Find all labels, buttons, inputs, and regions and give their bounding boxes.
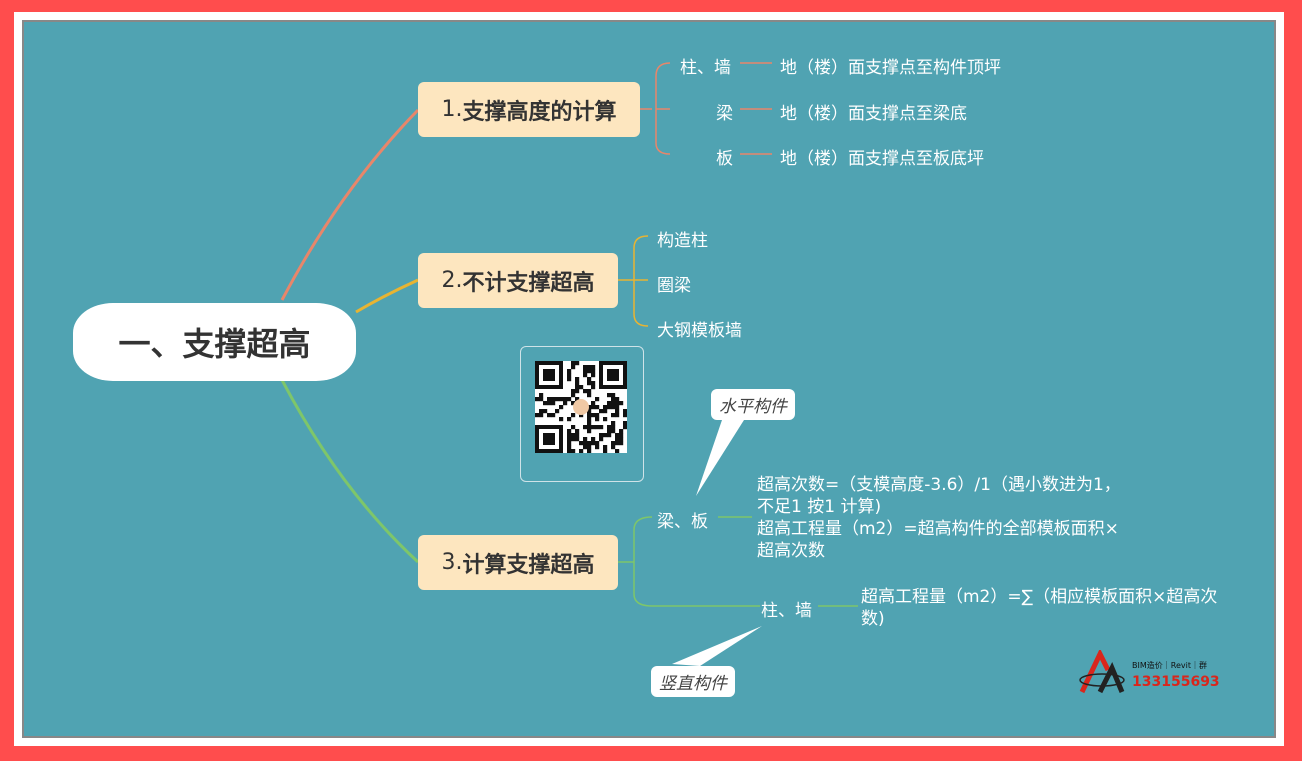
callout-tail-horizontal: [696, 420, 744, 496]
branch-label: 支撑高度的计算: [462, 99, 617, 125]
logo-mark-icon: [1079, 650, 1125, 694]
branch-prefix: 1.: [441, 97, 463, 122]
branch-prefix: 2.: [441, 268, 463, 293]
connector-b3-bracket: [618, 516, 653, 607]
brand-logo: BIM造价｜Revit｜群 133155693: [1078, 650, 1220, 696]
formula-line: 超高工程量（m2）=∑（相应模板面积×超高次: [861, 587, 1218, 607]
item-key-column-wall[interactable]: 柱、墙: [680, 58, 731, 78]
connector-root-b2: [355, 278, 419, 314]
formula-line: 超高次数=（支模高度-3.6）/1（遇小数进为1，: [757, 475, 1121, 495]
item-construction-column[interactable]: 构造柱: [657, 231, 708, 251]
formula-line: 数): [861, 609, 885, 629]
callout-horizontal-member: 水平构件: [711, 389, 795, 420]
formula-beam-slab[interactable]: 超高次数=（支模高度-3.6）/1（遇小数进为1， 不足1 按1 计算) 超高工…: [757, 474, 1129, 562]
root-node[interactable]: 一、支撑超高: [73, 303, 356, 381]
connector-root-b3: [280, 379, 420, 564]
formula-line: 不足1 按1 计算): [757, 497, 882, 517]
connector-b3-items: [652, 516, 858, 607]
formula-column-wall[interactable]: 超高工程量（m2）=∑（相应模板面积×超高次 数): [861, 586, 1241, 630]
formula-line: 超高次数: [757, 541, 825, 561]
callout-tail-vertical: [672, 626, 762, 666]
qr-code-image: [535, 361, 627, 453]
qr-code-frame: [520, 346, 644, 482]
branch-label: 计算支撑超高: [462, 552, 595, 578]
branch-node-calc-over-height[interactable]: 3.计算支撑超高: [418, 535, 618, 590]
branch-node-height-calc[interactable]: 1.支撑高度的计算: [418, 82, 640, 137]
item-key-column-wall-3[interactable]: 柱、墙: [761, 601, 812, 621]
branch-label: 不计支撑超高: [462, 270, 595, 296]
item-value-column-wall[interactable]: 地（楼）面支撑点至构件顶坪: [780, 58, 1001, 78]
item-ring-beam[interactable]: 圈梁: [657, 276, 691, 296]
connector-b1-items: [656, 62, 772, 155]
connector-root-b1: [280, 108, 420, 301]
item-steel-formwork-wall[interactable]: 大钢模板墙: [657, 321, 742, 341]
item-key-beam[interactable]: 梁: [716, 104, 733, 124]
item-value-beam[interactable]: 地（楼）面支撑点至梁底: [780, 104, 967, 124]
callout-vertical-member: 竖直构件: [651, 666, 735, 697]
branch-prefix: 3.: [441, 550, 463, 575]
item-value-slab[interactable]: 地（楼）面支撑点至板底坪: [780, 149, 984, 169]
branch-node-not-counted[interactable]: 2.不计支撑超高: [418, 253, 618, 308]
item-key-slab[interactable]: 板: [716, 149, 733, 169]
logo-number: 133155693: [1132, 674, 1220, 690]
formula-line: 超高工程量（m2）=超高构件的全部模板面积×: [757, 519, 1119, 539]
connector-b2-bracket: [618, 235, 649, 327]
logo-text: BIM造价｜Revit｜群: [1132, 661, 1207, 670]
item-key-beam-slab[interactable]: 梁、板: [657, 512, 708, 532]
